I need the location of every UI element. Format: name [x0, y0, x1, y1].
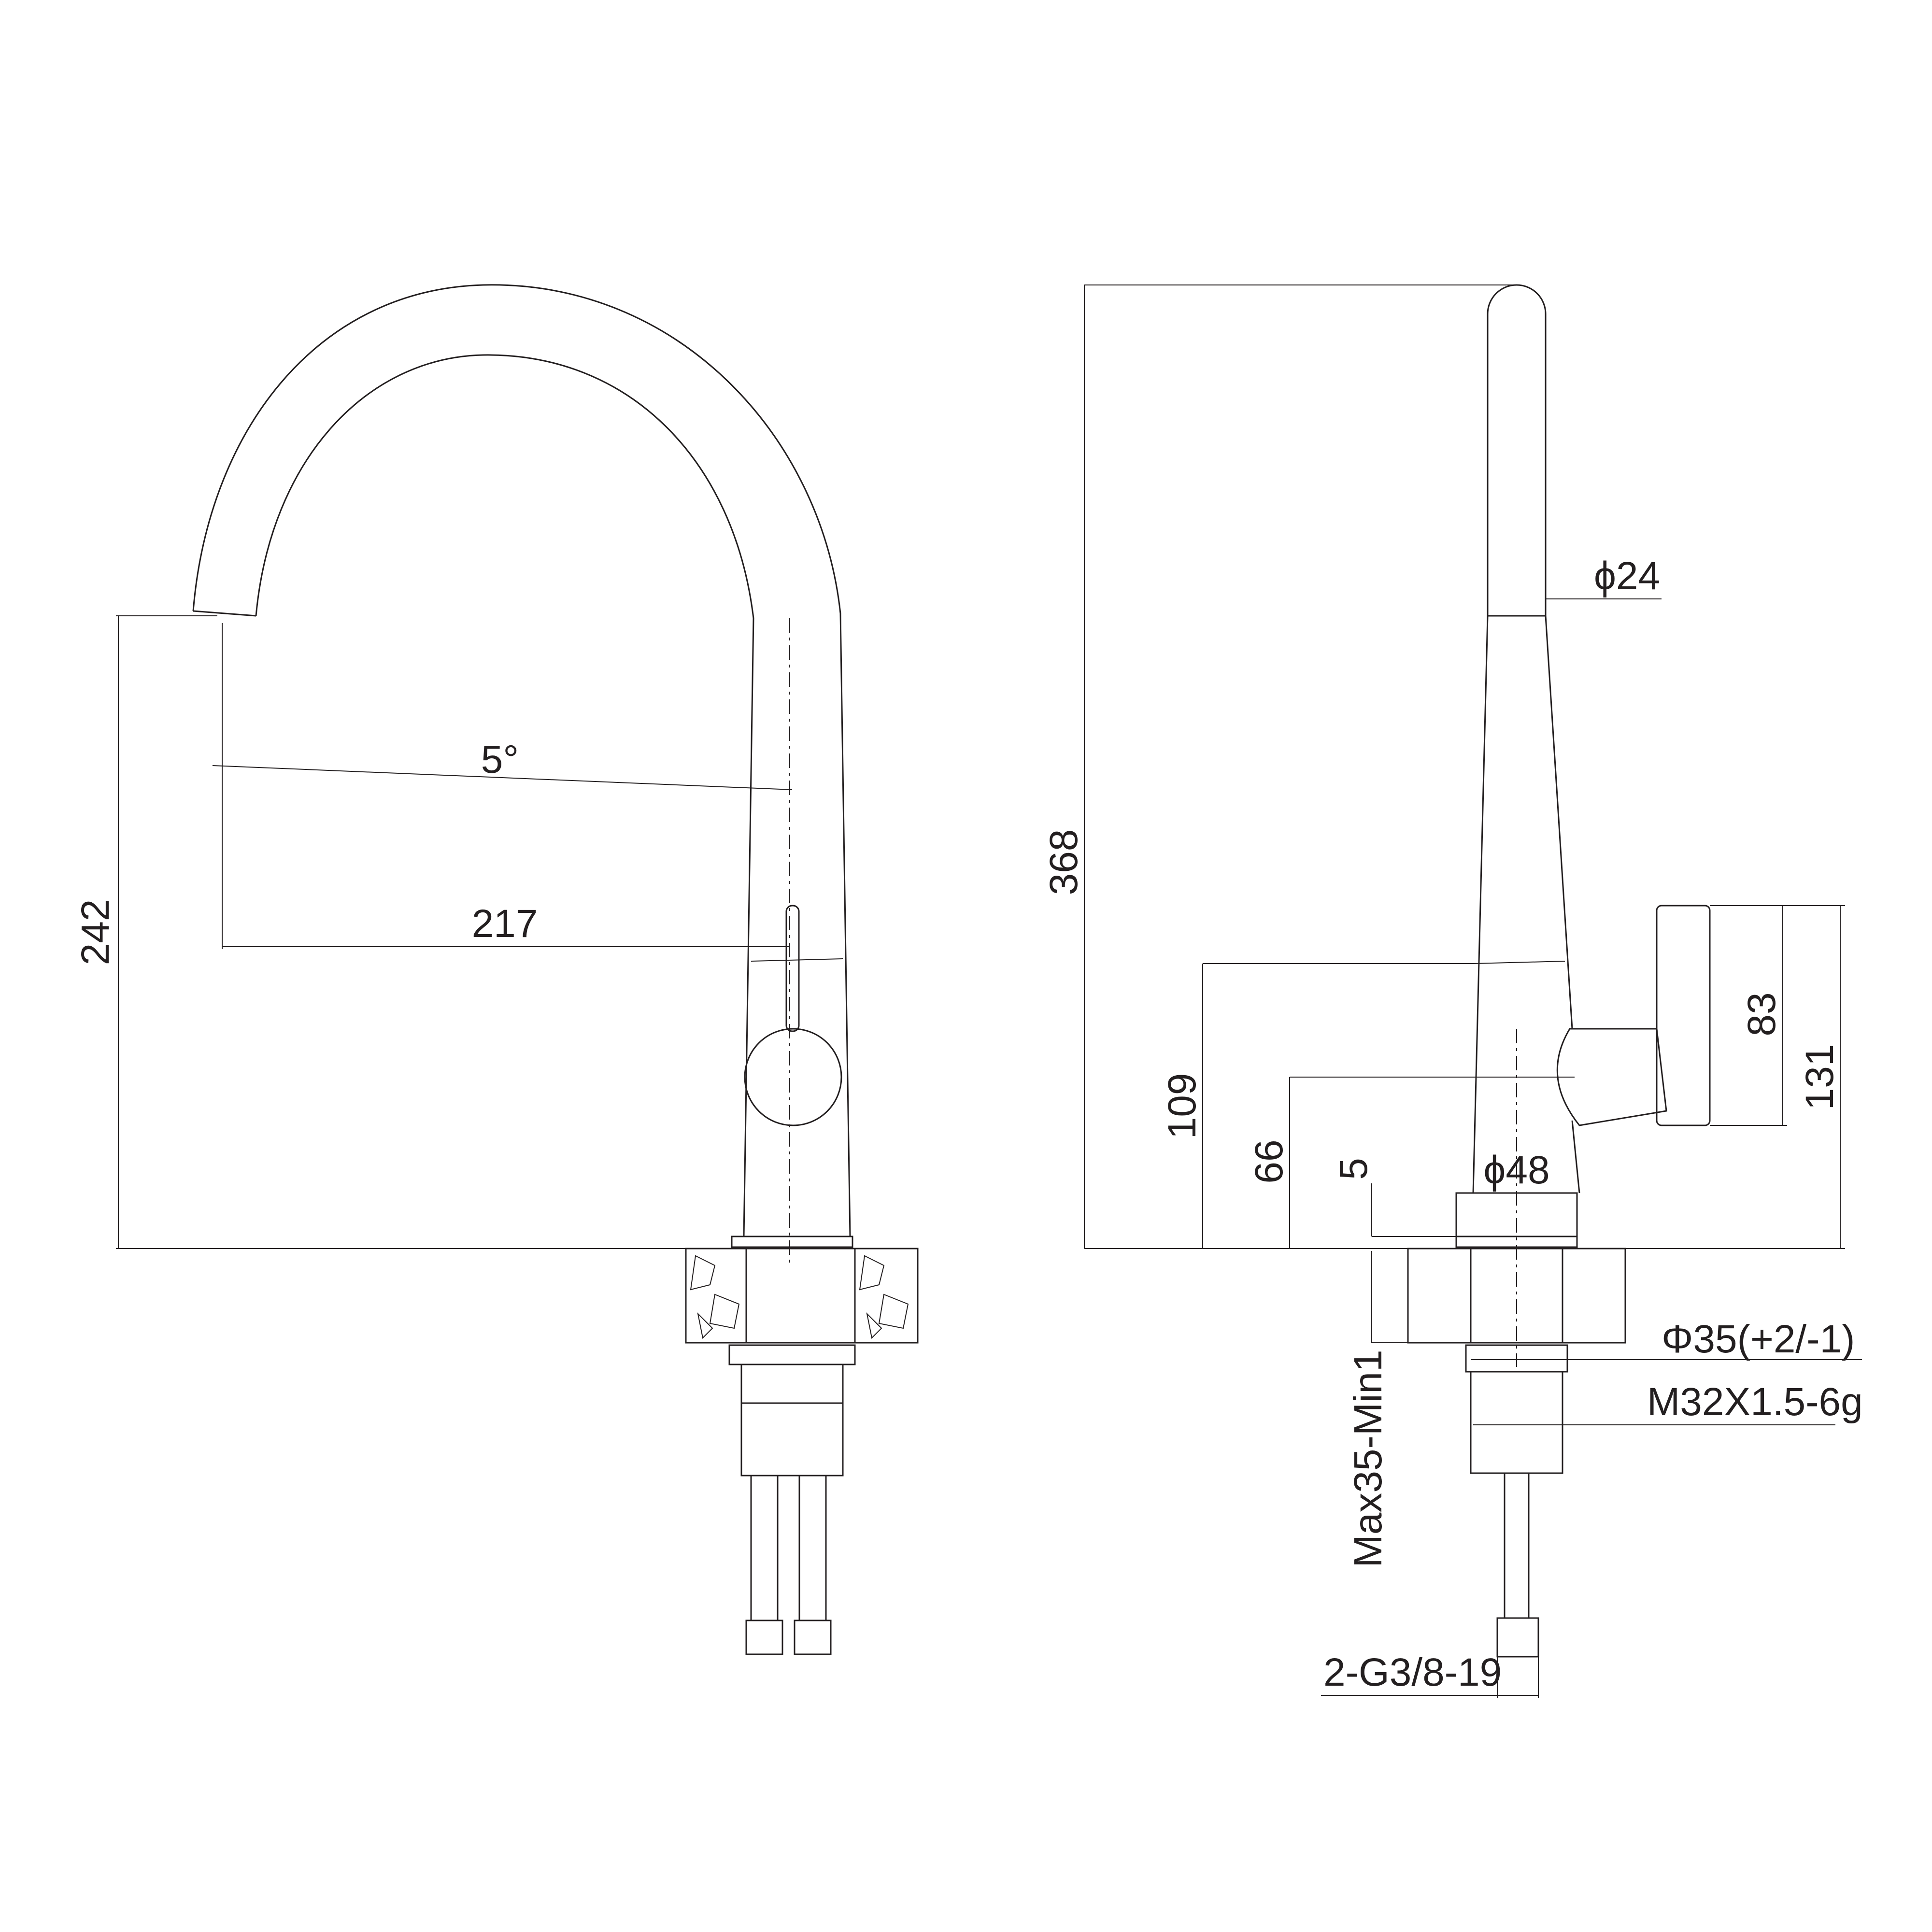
dim-line-angle — [212, 765, 793, 790]
stone-hatch-right — [859, 1255, 909, 1339]
mount-shank — [745, 1248, 856, 1344]
handle-ring — [744, 1028, 842, 1126]
side-shank — [1470, 1248, 1563, 1344]
dim-35-label: Φ35(+2/-1) — [1662, 1317, 1855, 1361]
spout-tip — [193, 610, 256, 617]
side-base-ring — [1455, 1236, 1578, 1248]
dim-109-label: 109 — [1160, 1073, 1204, 1139]
side-spout — [1487, 284, 1547, 616]
dim-thread-label: M32X1.5-6g — [1647, 1380, 1863, 1424]
side-hose-nut — [1496, 1617, 1539, 1658]
hose-left — [750, 1475, 779, 1621]
nut-body — [740, 1364, 844, 1404]
dim-131-label: 131 — [1798, 1044, 1842, 1110]
lock-nut — [728, 1344, 856, 1365]
hose-nut-right — [794, 1619, 832, 1655]
hose-nut-left — [745, 1619, 783, 1655]
side-thread — [1470, 1371, 1563, 1474]
dim-368-label: 368 — [1042, 829, 1086, 895]
dim-48-label: ϕ48 — [1483, 1148, 1549, 1192]
dim-angle-label: 5° — [481, 738, 519, 781]
dim-hose-label: 2-G3/8-19 — [1323, 1650, 1502, 1694]
hose-right — [798, 1475, 827, 1621]
side-body — [1472, 615, 1580, 1193]
base-ring — [731, 1236, 853, 1248]
dim-deck-label: Max35-Min1 — [1346, 1350, 1390, 1567]
side-body-join — [1473, 961, 1565, 964]
body-join-line — [751, 958, 843, 962]
side-handle-cap — [1656, 905, 1711, 1126]
dim-83-label: 83 — [1740, 992, 1784, 1036]
spout-inner — [255, 354, 754, 1237]
dim-66-label: 66 — [1247, 1139, 1291, 1183]
front-view: 242 217 5° — [73, 284, 919, 1655]
dim-5-label: 5 — [1332, 1158, 1376, 1180]
thread-fins — [740, 1402, 844, 1477]
deck-section — [685, 1248, 919, 1344]
side-handle — [1556, 1028, 1667, 1126]
side-view: 368 ϕ24 109 66 5 ϕ48 83 131 Max35-Min1 — [1042, 284, 1863, 1698]
dim-24-label: ϕ24 — [1594, 554, 1660, 598]
spout-outer — [192, 284, 851, 1237]
side-hose — [1504, 1472, 1530, 1619]
dim-242-label: 242 — [73, 899, 117, 966]
stone-hatch-left — [690, 1255, 740, 1339]
dim-217-label: 217 — [472, 902, 538, 946]
handle-lever — [785, 905, 800, 1032]
